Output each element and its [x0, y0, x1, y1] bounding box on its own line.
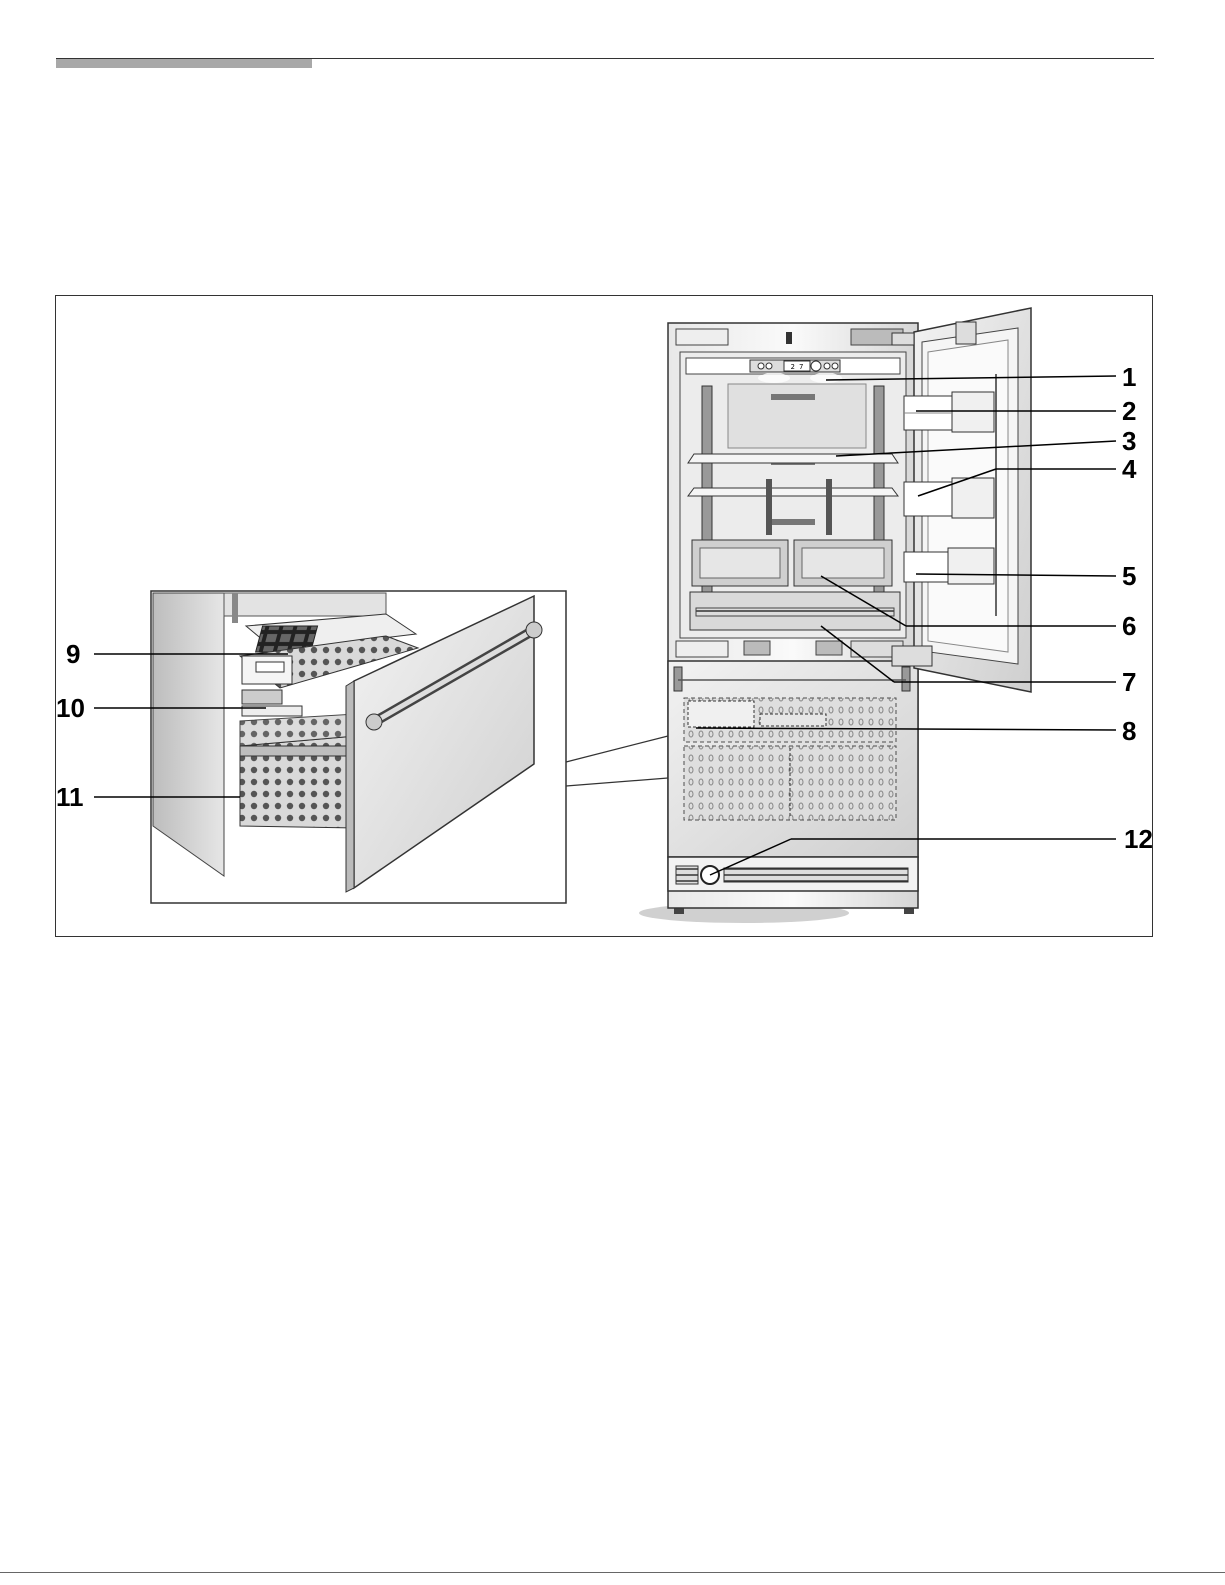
callout-1: 1: [1122, 362, 1136, 392]
header-accent-bar: [56, 59, 312, 68]
refrigerator-diagram-svg: 2 7: [56, 296, 1154, 938]
callout-11: 11: [56, 782, 84, 812]
callout-10: 10: [56, 693, 85, 723]
callout-5: 5: [1122, 561, 1136, 591]
control-display: 2 7: [791, 363, 804, 371]
callout-3: 3: [1122, 426, 1136, 456]
callout-8: 8: [1122, 716, 1136, 746]
callout-2: 2: [1122, 396, 1136, 426]
footer-rule: [0, 1572, 1225, 1573]
refrigerator-body: 2 7: [639, 323, 918, 923]
refrigerator-figure: 2 7: [55, 295, 1153, 937]
inset-connector-bottom: [566, 778, 668, 786]
inset-connector-top: [566, 736, 668, 762]
callout-12: 12: [1124, 824, 1153, 854]
callout-4: 4: [1122, 454, 1137, 484]
callout-6: 6: [1122, 611, 1136, 641]
callout-9: 9: [66, 639, 80, 669]
drawer-inset: [151, 591, 566, 903]
callout-7: 7: [1122, 667, 1136, 697]
